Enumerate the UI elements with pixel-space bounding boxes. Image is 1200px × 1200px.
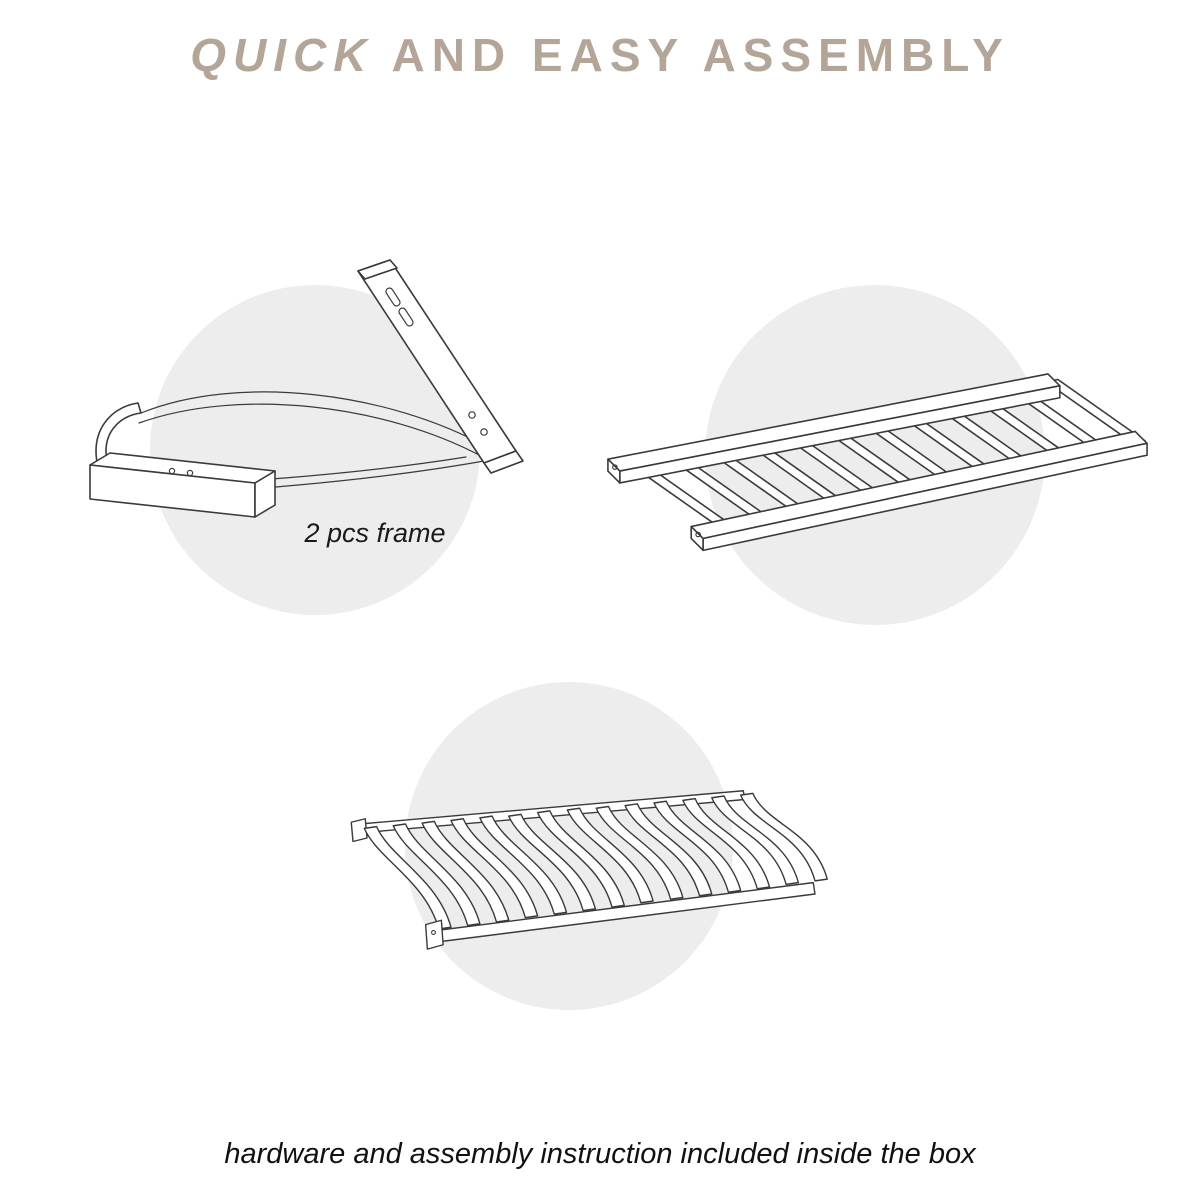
curved-slat-panel-icon (350, 790, 828, 950)
slat-panel-icon (607, 373, 1148, 552)
page-title: QUICK AND EASY ASSEMBLY (0, 28, 1200, 82)
footer-caption: hardware and assembly instruction includ… (224, 1138, 976, 1170)
frame-illustration (89, 259, 524, 518)
slat-panel-illustration (607, 373, 1148, 552)
title-quick-word: QUICK (190, 29, 374, 81)
frame-parts-icon (89, 259, 524, 518)
curved-slat-panel-illustration (350, 790, 828, 950)
title-rest-words: AND EASY ASSEMBLY (373, 29, 1010, 81)
frame-piece-label: 2 pcs frame (304, 518, 446, 548)
